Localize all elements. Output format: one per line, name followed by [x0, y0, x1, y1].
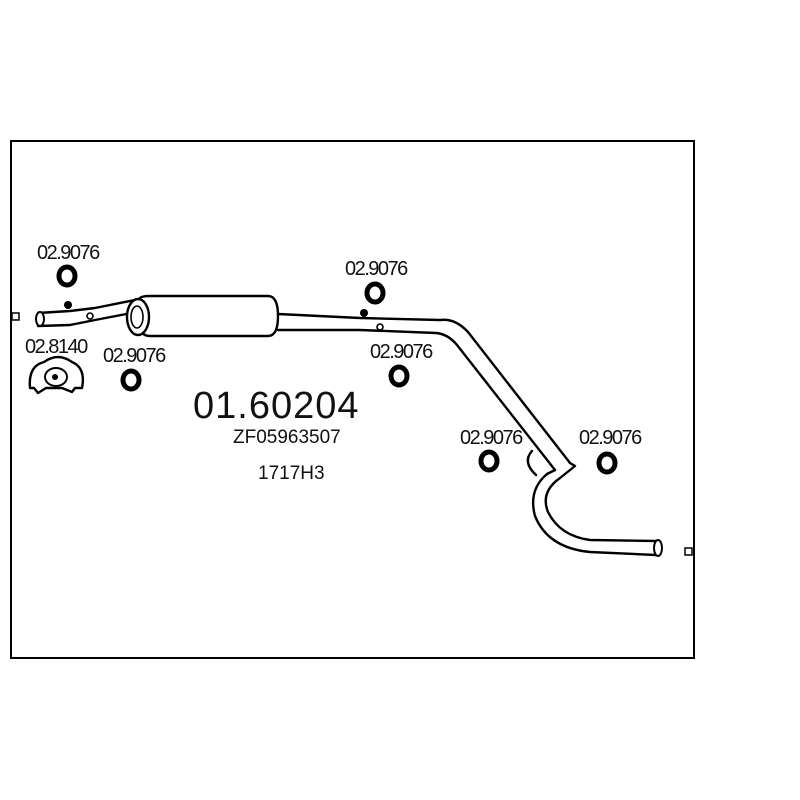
- alt-number: 1717H3: [258, 463, 325, 484]
- hanger-ring-icon: [478, 449, 500, 473]
- part-label-hanger-2: 02.9076: [103, 345, 166, 367]
- part-label-hanger-6: 02.9076: [579, 427, 642, 449]
- part-label-hanger-3: 02.9076: [345, 258, 408, 280]
- diagram-frame: [10, 140, 695, 659]
- part-label-mount-clamp: 02.8140: [25, 336, 88, 358]
- part-label-hanger-1: 02.9076: [37, 242, 100, 264]
- hanger-ring-icon: [56, 264, 78, 288]
- hanger-ring-icon: [388, 364, 410, 388]
- inlet-connector: [11, 312, 20, 321]
- main-part-number: 01.60204: [193, 385, 360, 427]
- oem-number: ZF05963507: [233, 427, 341, 448]
- hanger-ring-icon: [596, 451, 618, 475]
- part-label-hanger-4: 02.9076: [370, 341, 433, 363]
- outlet-connector: [684, 547, 693, 556]
- tail-pipe: [276, 309, 663, 557]
- hanger-ring-icon: [120, 368, 142, 392]
- hanger-ring-icon: [364, 281, 386, 305]
- inlet-flange: [35, 297, 144, 328]
- part-label-hanger-5: 02.9076: [460, 427, 523, 449]
- middle-silencer: [125, 294, 280, 338]
- mount-clamp: [28, 355, 85, 395]
